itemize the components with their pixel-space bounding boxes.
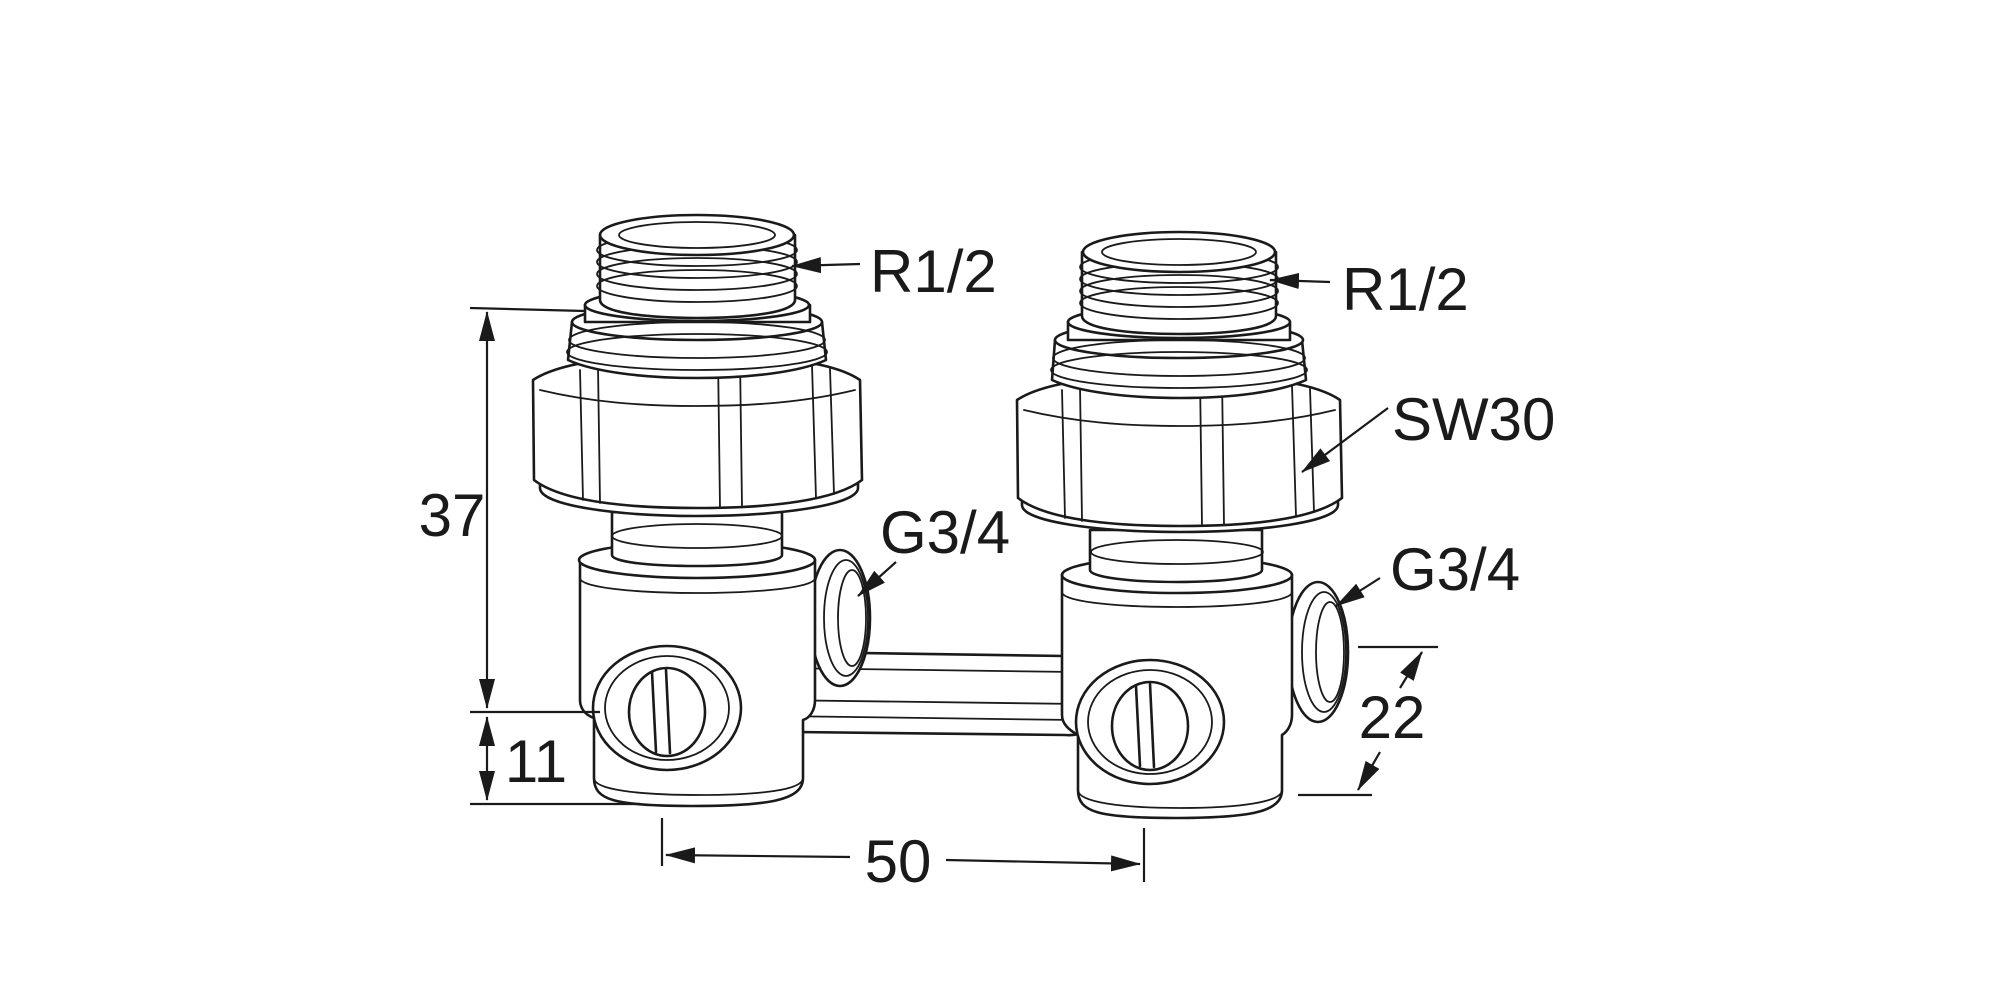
leader-wrench-size — [1301, 407, 1389, 473]
dimension-22-line-top — [1399, 651, 1423, 689]
leader-thread-right — [1269, 272, 1331, 289]
right-plug — [1074, 658, 1226, 786]
dimension-11-label: 11 — [505, 728, 567, 795]
port-right-label: G3/4 — [1390, 536, 1520, 603]
leader-port-right — [1335, 577, 1381, 607]
dimension-22-line-bottom — [1357, 751, 1381, 791]
dimension-37-label: 37 — [419, 482, 486, 549]
right-valve — [1015, 230, 1350, 820]
leader-lines — [791, 257, 1389, 607]
left-plug — [591, 644, 743, 772]
dimension-22-label: 22 — [1359, 684, 1426, 751]
port-left-label: G3/4 — [880, 499, 1010, 566]
leader-thread-left — [791, 257, 861, 274]
dimension-50-label: 50 — [865, 828, 932, 895]
left-valve — [531, 213, 872, 808]
leader-port-left — [857, 561, 897, 597]
left-side-port — [808, 548, 872, 688]
dimension-lines — [469, 306, 1438, 882]
thread-left-label: R1/2 — [870, 238, 997, 305]
thread-right-label: R1/2 — [1342, 256, 1469, 323]
labels: R1/2 R1/2 SW30 G3/4 G3/4 37 11 50 22 — [419, 238, 1556, 895]
wrench-size-label: SW30 — [1392, 386, 1555, 453]
